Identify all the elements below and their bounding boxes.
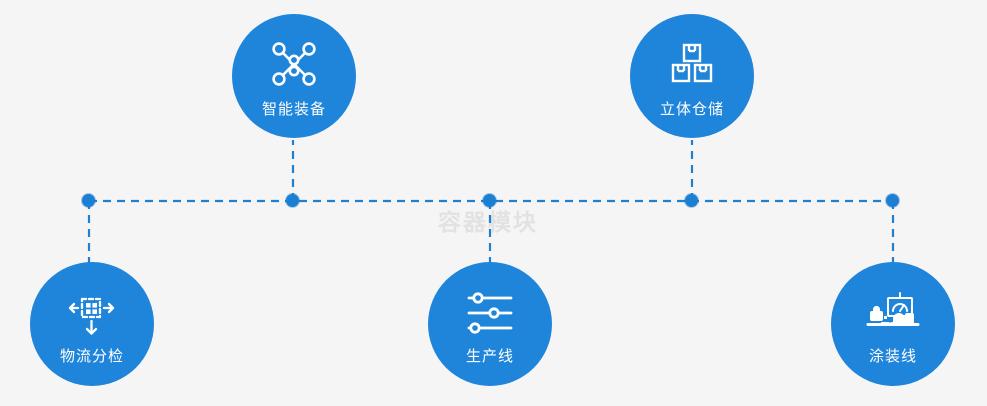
- stacked-boxes-icon: [664, 36, 720, 92]
- circle-label-production-line: 生产线: [465, 347, 514, 365]
- circle-painting-line[interactable]: 涂装线: [831, 262, 955, 386]
- circle-label-smart-equipment: 智能装备: [261, 100, 326, 118]
- node-production-line[interactable]: [483, 194, 496, 207]
- circle-label-logistics-sorting: 物流分检: [59, 347, 124, 365]
- watermark-text: 容器模块: [438, 209, 538, 235]
- circle-logistics-sorting[interactable]: 物流分检: [30, 262, 154, 386]
- circle-warehouse[interactable]: 立体仓储: [630, 14, 754, 138]
- node-left-end[interactable]: [82, 194, 95, 207]
- circle-production-line[interactable]: 生产线: [428, 262, 552, 386]
- circle-smart-equipment[interactable]: 智能装备: [232, 14, 356, 138]
- node-smart-equipment[interactable]: [286, 194, 299, 207]
- node-right-end[interactable]: [886, 194, 899, 207]
- sliders-icon: [462, 285, 518, 341]
- node-warehouse[interactable]: [685, 194, 698, 207]
- circle-label-painting-line: 涂装线: [868, 347, 917, 365]
- circle-label-warehouse: 立体仓储: [659, 100, 724, 118]
- sorting-arrows-icon: [64, 285, 120, 341]
- paint-machine-icon: [865, 285, 921, 341]
- network-nodes-icon: [266, 36, 322, 92]
